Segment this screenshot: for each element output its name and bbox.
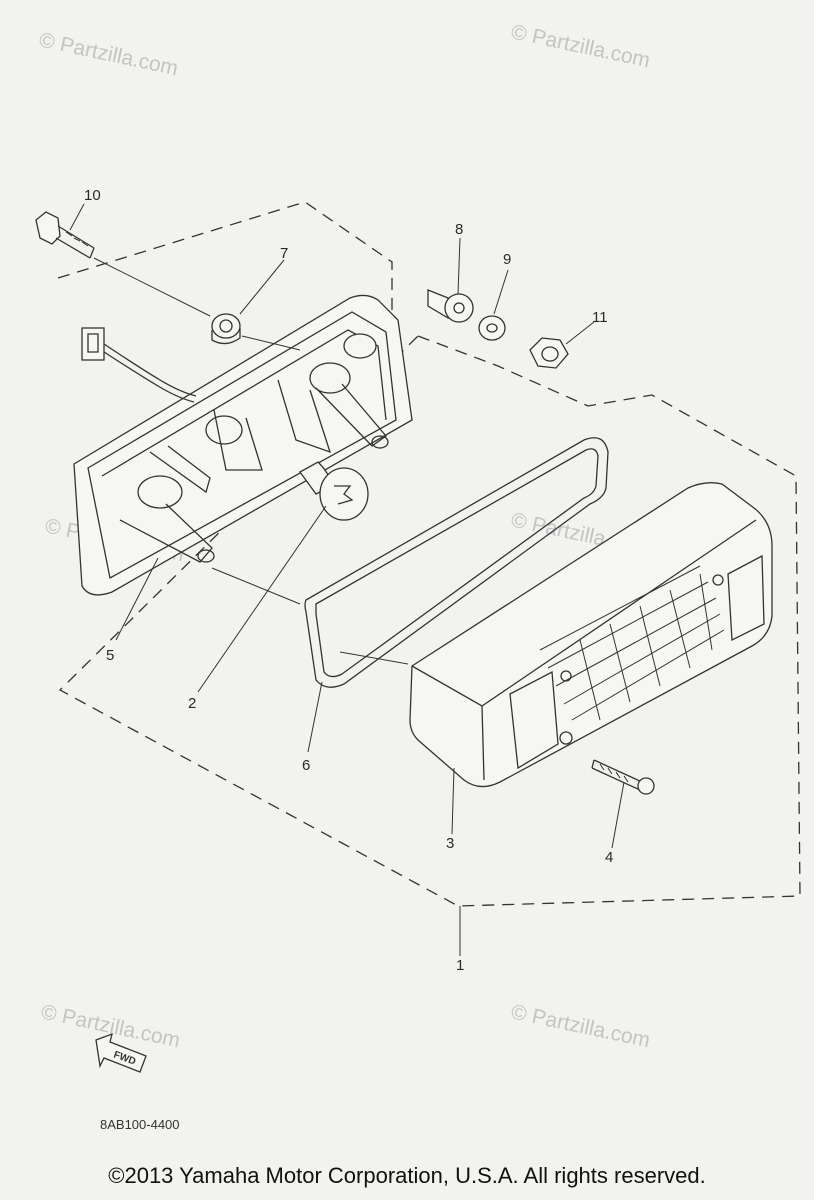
diagram-code: 8AB100-4400 [100,1117,180,1132]
collar-part-8 [427,289,474,323]
callout-9: 9 [503,251,511,268]
leader-lines [69,203,625,956]
callout-6: 6 [302,757,310,774]
callout-11: 11 [592,309,608,326]
screw-part-4 [591,759,655,795]
callout-7: 7 [280,245,288,262]
lens-part-3 [409,482,773,788]
callout-3: 3 [446,835,454,852]
watermark: © Partzilla.com [509,20,652,72]
bulb-part-2 [299,461,369,521]
grommet-part-7 [211,313,241,345]
callout-8: 8 [455,221,463,238]
bolt-part-10 [35,211,95,259]
gasket-part-6 [304,437,609,688]
callout-4: 4 [605,849,613,866]
callout-2: 2 [188,695,196,712]
callout-5: 5 [106,647,114,664]
watermark: © Partzilla.com [509,1000,652,1052]
fwd-arrow-icon: FWD [95,1032,147,1073]
lamp-base-part-5 [73,294,413,596]
copyright-notice: ©2013 Yamaha Motor Corporation, U.S.A. A… [108,1163,706,1188]
callout-10: 10 [84,187,101,204]
watermark: © Partzilla.com [37,28,180,80]
nut-part-11 [529,337,569,369]
assembly-outline [57,201,801,907]
washer-part-9 [478,315,506,341]
callout-1: 1 [456,957,464,974]
